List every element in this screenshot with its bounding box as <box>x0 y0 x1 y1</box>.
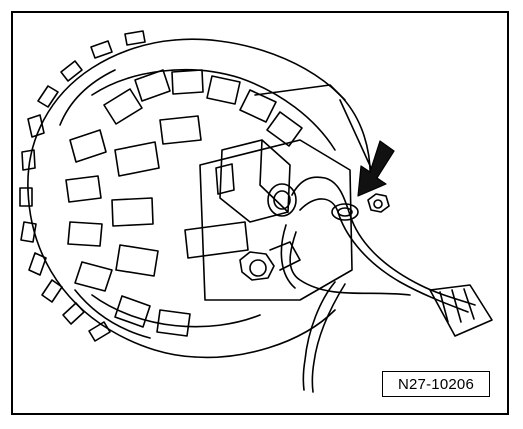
ground-screw <box>367 193 390 213</box>
connector-plug <box>215 139 297 223</box>
alternator-housing <box>59 38 373 359</box>
arrow-down-left-icon <box>357 140 395 197</box>
wiring-harness <box>280 176 493 393</box>
figure-frame <box>11 11 509 415</box>
cooling-fins <box>19 30 196 358</box>
figure-reference-label: N27-10206 <box>382 371 490 397</box>
